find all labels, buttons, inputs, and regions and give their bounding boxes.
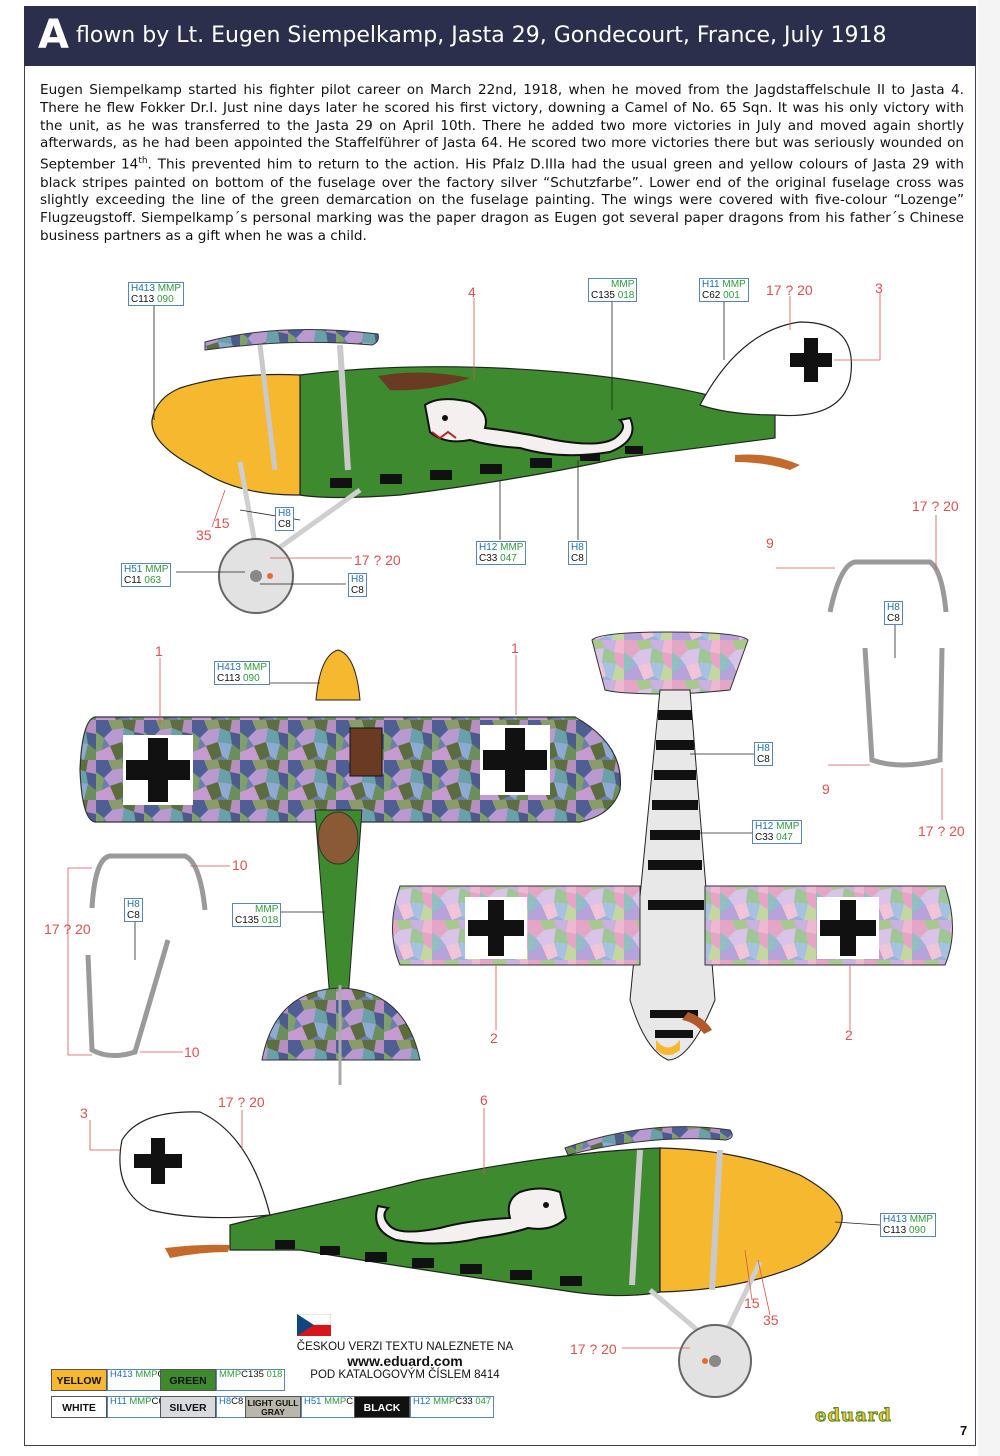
legend-green-swatch: GREEN — [160, 1369, 216, 1391]
page-number: 7 — [960, 1423, 968, 1438]
history-text-a: Eugen Siempelkamp started his fighter pi… — [40, 82, 964, 173]
marking-label-2-a: 2 — [490, 1030, 498, 1046]
profile-left-view — [151, 321, 852, 614]
eduard-logo: eduard — [815, 1405, 892, 1427]
wing-cross-top-left — [123, 735, 193, 805]
marking-label-4: 4 — [468, 284, 476, 300]
marking-label-17-20-b: 17 ? 20 — [354, 552, 401, 568]
red-leader-lines — [67, 292, 943, 1349]
bottom-view — [392, 631, 953, 1061]
marking-label-10-b: 10 — [184, 1044, 200, 1060]
legend-white-swatch: WHITE — [51, 1396, 107, 1418]
legend-silver-codes: H8C8 — [216, 1396, 247, 1418]
page-header: A flown by Lt. Eugen Siempelkamp, Jasta … — [24, 6, 976, 66]
wing-cross-bottom-right — [817, 897, 879, 959]
marking-label-17-20-f: 17 ? 20 — [218, 1094, 265, 1110]
marking-label-15-a: 15 — [214, 515, 230, 531]
legend-black-swatch: BLACK — [354, 1396, 410, 1418]
marking-label-3-a: 3 — [875, 280, 883, 296]
legend-gray-swatch: LIGHT GULL GRAY — [245, 1396, 301, 1418]
marking-label-10-a: 10 — [232, 857, 248, 873]
marking-label-17-20-a: 17 ? 20 — [766, 282, 813, 298]
history-text-b: . This prevented him to return to the ac… — [40, 156, 964, 244]
tail-cross-left — [786, 335, 836, 385]
legend-yellow-swatch: YELLOW — [51, 1369, 107, 1391]
marking-label-17-20-d: 17 ? 20 — [918, 823, 965, 839]
dragon-marking-right — [375, 1187, 568, 1245]
eduard-url-link[interactable]: www.eduard.com — [347, 1353, 463, 1369]
fuselage-stripes-left — [330, 446, 643, 488]
marking-label-17-20-g: 17 ? 20 — [570, 1341, 617, 1357]
marking-label-17-20-e: 17 ? 20 — [44, 921, 91, 937]
marking-label-3-b: 3 — [80, 1105, 88, 1121]
strut-details-left — [85, 853, 208, 1058]
wing-cross-bottom-left — [465, 897, 527, 959]
scheme-letter: A — [38, 12, 69, 58]
profile-right-view — [119, 1111, 843, 1398]
czech-flag-icon — [297, 1314, 331, 1336]
czech-note: ČESKOU VERZI TEXTU NALEZNETE NA www.edua… — [275, 1340, 535, 1382]
marking-label-1-b: 1 — [511, 640, 519, 656]
wing-cross-top-right — [480, 725, 550, 795]
legend-silver-swatch: SILVER — [160, 1396, 216, 1418]
page-edge-strip — [978, 0, 1000, 1456]
strut-details-right — [827, 559, 949, 768]
fuselage-stripes-right — [275, 1240, 582, 1286]
dragon-marking — [423, 398, 634, 457]
marking-label-1-a: 1 — [155, 643, 163, 659]
marking-label-2-b: 2 — [845, 1027, 853, 1043]
marking-label-6: 6 — [480, 1092, 488, 1108]
marking-label-9-a: 9 — [766, 535, 774, 551]
marking-label-9-b: 9 — [822, 781, 830, 797]
czech-note-line3: POD KATALOGOVÝM ČÍSLEM 8414 — [310, 1369, 500, 1381]
top-view — [79, 649, 622, 1085]
history-sup: th — [138, 156, 148, 167]
legend-black-codes: H12 MMPC33 047 — [410, 1396, 495, 1418]
tail-cross-right — [130, 1136, 186, 1186]
legend-green-codes: MMPC135 018 — [216, 1369, 286, 1391]
marking-label-35-b: 35 — [763, 1312, 779, 1328]
marking-label-35-a: 35 — [196, 527, 212, 543]
czech-note-line1: ČESKOU VERZI TEXTU NALEZNETE NA — [296, 1341, 514, 1353]
fuselage-stripes-bottom — [648, 710, 704, 1038]
marking-label-15-b: 15 — [744, 1295, 760, 1311]
history-paragraph: Eugen Siempelkamp started his fighter pi… — [40, 82, 964, 246]
marking-label-17-20-c: 17 ? 20 — [912, 498, 959, 514]
scheme-title: flown by Lt. Eugen Siempelkamp, Jasta 29… — [76, 23, 887, 48]
